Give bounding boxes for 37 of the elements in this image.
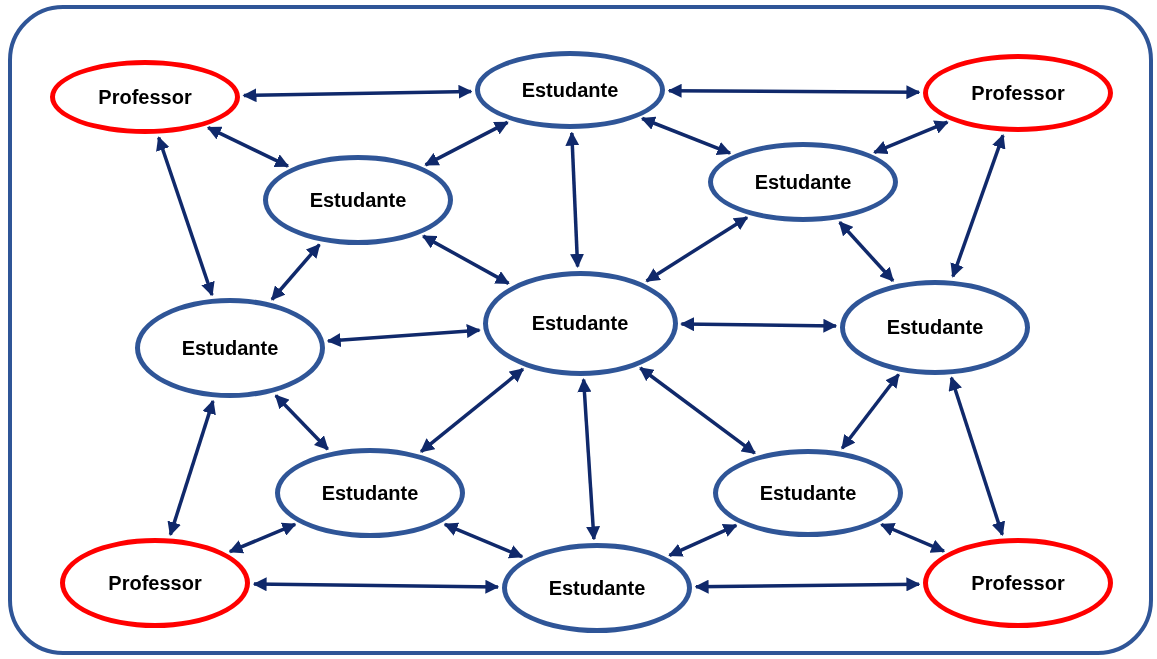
double-arrow [156, 136, 215, 297]
double-arrow [228, 522, 297, 554]
double-arrow [668, 523, 738, 557]
node-label: Professor [971, 81, 1065, 105]
double-arrow [694, 577, 921, 594]
node-label: Estudante [759, 481, 857, 505]
node-label: Estudante [754, 170, 852, 194]
node-label: Estudante [521, 78, 619, 102]
double-arrow [242, 84, 473, 103]
double-arrow [167, 399, 216, 537]
node-label: Estudante [181, 336, 279, 360]
double-arrow [565, 131, 585, 268]
double-arrow [680, 317, 838, 333]
double-arrow [950, 134, 1006, 278]
node-label: Professor [971, 571, 1065, 595]
double-arrow [873, 120, 949, 155]
node-label: Professor [108, 571, 202, 595]
double-arrow [270, 243, 321, 301]
node-label: Estudante [886, 315, 984, 339]
double-arrow [640, 116, 732, 156]
double-arrow [422, 234, 510, 285]
double-arrow [577, 378, 601, 541]
double-arrow [667, 83, 921, 100]
double-arrow [838, 221, 895, 282]
node-label: Estudante [321, 481, 419, 505]
double-arrow [443, 522, 524, 559]
double-arrow [840, 373, 900, 450]
node-label: Professor [98, 85, 192, 109]
double-arrow [948, 376, 1006, 537]
double-arrow [880, 522, 946, 553]
node-label: Estudante [531, 311, 629, 335]
double-arrow [326, 324, 481, 348]
double-arrow [424, 120, 509, 167]
double-arrow [252, 577, 500, 594]
node-label: Estudante [309, 188, 407, 212]
node-label: Estudante [548, 576, 646, 600]
double-arrow [206, 126, 290, 168]
